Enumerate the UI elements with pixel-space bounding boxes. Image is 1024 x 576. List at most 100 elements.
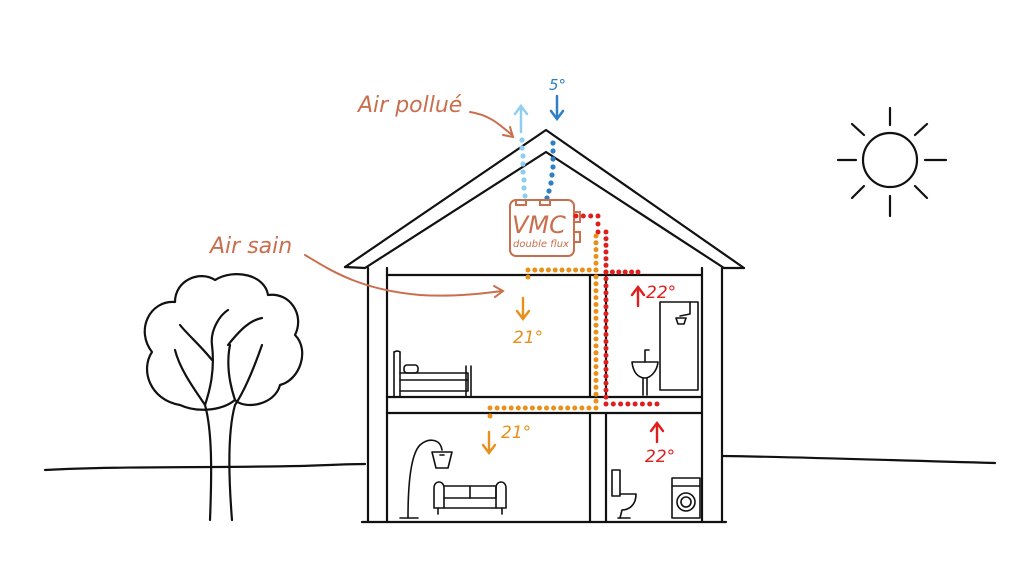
- supply-duct-dot: [593, 350, 599, 356]
- supply-duct-dot: [593, 302, 599, 307]
- supply-duct-dot: [586, 405, 592, 411]
- supply-duct-dot: [487, 405, 493, 411]
- supply-duct-dot: [593, 253, 599, 259]
- supply-duct-dot: [566, 267, 572, 273]
- temp-bathroom-top: 22°: [646, 283, 676, 303]
- supply-duct-dot: [515, 405, 521, 411]
- temp-outside: 5°: [549, 76, 566, 94]
- supply-duct-dot: [593, 315, 599, 321]
- supply-duct-dot: [593, 288, 599, 294]
- extract-duct-dot: [603, 359, 609, 365]
- fresh-air-duct: [544, 140, 556, 201]
- toilet-icon: [611, 469, 637, 519]
- temp-bedroom: 21°: [513, 328, 543, 348]
- extract-duct-dot: [603, 297, 609, 303]
- extract-duct-dot: [622, 269, 628, 275]
- extract-duct-dot: [610, 401, 616, 407]
- extract-duct-dot: [603, 276, 609, 282]
- supply-duct-dot: [559, 267, 565, 273]
- temp-bathroom-bottom: 22°: [645, 447, 675, 467]
- extract-duct-dot: [603, 249, 609, 255]
- supply-duct-dot: [487, 413, 493, 419]
- extract-duct-dot: [603, 236, 609, 242]
- sink-icon: [631, 349, 659, 396]
- extract-duct-dot: [603, 339, 609, 344]
- extract-duct-dot: [616, 269, 622, 275]
- extract-duct-dot: [603, 318, 609, 324]
- supply-duct-dot: [593, 371, 599, 376]
- fresh-air-arrow: [549, 94, 565, 122]
- supply-duct-dot: [544, 405, 549, 411]
- extract-duct-dot: [595, 229, 601, 235]
- extract-duct-dot: [603, 283, 609, 289]
- supply-duct-dot: [593, 274, 599, 280]
- extract-duct-dot: [618, 401, 624, 407]
- air-pollue-label: Air pollué: [356, 93, 462, 118]
- supply-duct-dot: [593, 398, 599, 404]
- supply-duct-dot: [539, 267, 545, 273]
- supply-duct-dot: [565, 405, 571, 411]
- living-supply-arrow: [481, 430, 497, 455]
- sofa-icon: [433, 481, 507, 515]
- supply-duct-dot: [593, 308, 599, 314]
- exhaust-air-duct: [519, 137, 528, 199]
- supply-duct-dot: [593, 364, 599, 370]
- supply-duct-dot: [593, 336, 599, 342]
- extract-duct-dot: [603, 304, 609, 310]
- extract-duct-dot: [625, 401, 631, 407]
- extract-air-duct: [573, 213, 660, 407]
- house-outline: [343, 128, 746, 524]
- supply-duct-dot: [586, 267, 592, 273]
- supply-duct-dot: [593, 357, 599, 363]
- air-sain-arrow: [304, 254, 505, 298]
- ground-line: [43, 454, 997, 472]
- extract-duct-dot: [603, 380, 609, 386]
- extract-duct-dot: [603, 256, 609, 262]
- sun-icon: [836, 106, 948, 218]
- supply-duct-dot: [545, 267, 551, 273]
- supply-duct-dot: [593, 295, 599, 301]
- air-sain-label: Air sain: [208, 234, 292, 259]
- washing-machine-icon: [671, 477, 701, 519]
- shower-icon: [659, 301, 699, 391]
- extract-duct-dot: [588, 213, 594, 219]
- extract-duct-dot: [629, 269, 635, 275]
- supply-duct-dot: [494, 405, 500, 411]
- air-pollue-arrow: [469, 111, 515, 139]
- extract-duct-dot: [603, 373, 609, 379]
- supply-duct-dot: [593, 384, 599, 390]
- supply-duct-dot: [579, 267, 585, 273]
- supply-duct-dot: [573, 267, 579, 273]
- supply-duct-dot: [551, 405, 557, 411]
- vmc-unit: [509, 199, 581, 257]
- supply-duct-dot: [593, 391, 599, 397]
- supply-duct-dot: [552, 267, 558, 273]
- extract-duct-dot: [603, 325, 609, 331]
- supply-duct-dot: [508, 405, 514, 411]
- supply-duct-dot: [525, 274, 531, 280]
- extract-duct-dot: [603, 242, 609, 248]
- supply-duct-dot: [593, 260, 599, 266]
- exhaust-arrow: [513, 103, 529, 134]
- supply-duct-dot: [593, 247, 599, 253]
- extract-duct-dot: [635, 269, 641, 275]
- extract-duct-dot: [603, 262, 609, 268]
- supply-duct-dot: [593, 343, 599, 349]
- supply-duct-dot: [593, 233, 599, 239]
- supply-duct-dot: [501, 405, 507, 411]
- extract-duct-dot: [603, 269, 609, 275]
- extract-duct-dot: [654, 401, 660, 407]
- supply-duct-dot: [579, 405, 585, 411]
- supply-duct-dot: [522, 405, 528, 411]
- supply-duct-dot: [593, 377, 599, 383]
- extract-duct-dot: [603, 345, 609, 351]
- supply-duct-dot: [572, 405, 578, 411]
- extract-duct-dot: [603, 332, 609, 337]
- bathroom-extract-arrow-bottom: [649, 421, 665, 444]
- supply-duct-dot: [558, 405, 564, 411]
- extract-duct-dot: [603, 311, 609, 317]
- supply-duct-dot: [593, 329, 599, 335]
- extract-duct-dot: [603, 394, 609, 400]
- temp-living: 21°: [501, 423, 531, 443]
